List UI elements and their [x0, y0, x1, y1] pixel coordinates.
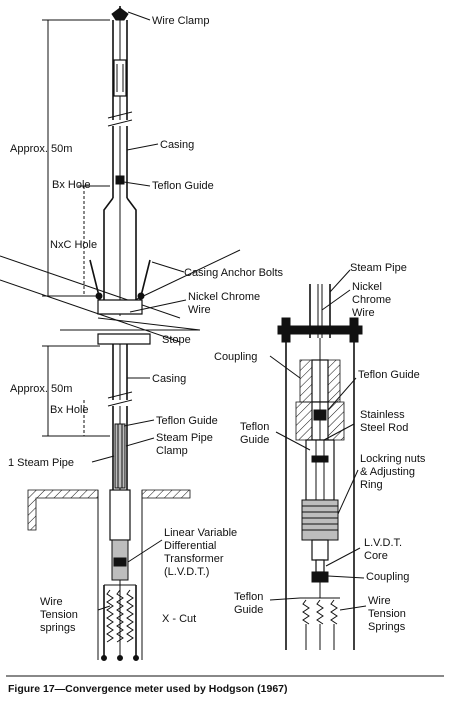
label-line: Wire	[368, 595, 391, 607]
label-line: Wire	[40, 596, 63, 608]
label-line: Clamp	[156, 445, 188, 457]
label-line: L.V.D.T.	[364, 537, 402, 549]
label-casing-top: Casing	[160, 139, 194, 151]
label-line: & Adjusting	[360, 466, 415, 478]
dimension-top	[42, 19, 110, 297]
left-assembly	[0, 6, 241, 661]
label-line: Teflon	[240, 421, 269, 433]
upper-tube	[107, 20, 133, 127]
label-line: Core	[364, 550, 388, 562]
label-casing-bottom: Casing	[152, 373, 186, 385]
label-line: Nickel	[352, 281, 382, 293]
lower-springs	[101, 584, 139, 661]
label-coupling-lower: Coupling	[366, 571, 409, 583]
label-line: Wire	[352, 307, 375, 319]
x-cut-ground	[27, 489, 191, 660]
label-line: Steel Rod	[360, 422, 408, 434]
label-coupling: Coupling	[214, 351, 257, 363]
label-steam-pipe: Steam Pipe	[350, 262, 407, 274]
stope-rock-lines	[0, 249, 241, 345]
right-lockring	[301, 499, 339, 561]
label-line: Ring	[360, 479, 383, 491]
label-line: Lockring nuts	[360, 453, 426, 465]
figure-caption: Figure 17—Convergence meter used by Hodg…	[8, 683, 288, 695]
label-teflon-guide-top: Teflon Guide	[152, 180, 214, 192]
label-steam-pipe-1: 1 Steam Pipe	[8, 457, 74, 469]
label-line: Guide	[240, 434, 269, 446]
label-line: Tension	[368, 608, 406, 620]
left-text-labels: Wire Clamp Approx. 50m Casing Bx Hole Te…	[8, 15, 284, 634]
label-line: Differential	[164, 540, 216, 552]
label-line: Springs	[368, 621, 406, 633]
label-stope: Stope	[162, 334, 191, 346]
label-line: Guide	[234, 604, 263, 616]
label-casing-anchor-bolts: Casing Anchor Bolts	[184, 267, 284, 279]
label-approx-top: Approx. 50m	[10, 143, 72, 155]
label-line: Tension	[40, 609, 78, 621]
dimension-bottom	[42, 345, 110, 437]
label-x-cut: X - Cut	[162, 613, 196, 625]
label-lvdt-core: L.V.D.T.Core	[364, 537, 402, 562]
leader-lines	[91, 11, 367, 611]
right-springs	[302, 599, 338, 650]
label-line: Transformer	[164, 553, 224, 565]
label-nxc-hole: NxC Hole	[50, 239, 97, 251]
right-lvdt-core	[300, 559, 340, 599]
label-line: Stainless	[360, 409, 405, 421]
wire-clamp-drawing	[111, 6, 129, 21]
label-wire-clamp: Wire Clamp	[152, 15, 209, 27]
label-line: springs	[40, 622, 76, 634]
label-line: Linear Variable	[164, 527, 237, 539]
right-rod-section	[305, 439, 335, 501]
right-assembly	[277, 284, 363, 650]
upper-casing	[103, 126, 137, 316]
label-bx-hole-bottom: Bx Hole	[50, 404, 89, 416]
label-line: Chrome	[352, 294, 391, 306]
label-line: (L.V.D.T.)	[164, 566, 209, 578]
label-teflon-guide-mid: Teflon Guide	[156, 415, 218, 427]
label-line: Nickel Chrome	[188, 291, 260, 303]
label-approx-bottom: Approx. 50m	[10, 383, 72, 395]
label-line: Wire	[188, 304, 211, 316]
label-teflon-guide-upper: Teflon Guide	[358, 369, 420, 381]
lower-lvdt-assembly	[109, 489, 131, 581]
label-line: Teflon	[234, 591, 263, 603]
label-bx-hole-top: Bx Hole	[52, 179, 91, 191]
label-line: Steam Pipe	[156, 432, 213, 444]
right-coupling-body	[295, 338, 345, 500]
